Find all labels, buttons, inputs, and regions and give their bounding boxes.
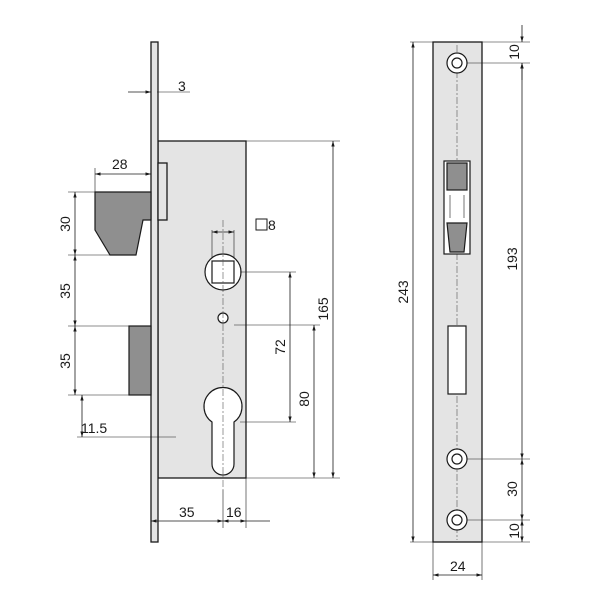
dim-label-10-top: 10: [506, 44, 522, 60]
faceplate: [150, 41, 159, 543]
square-symbol-icon: [255, 218, 268, 231]
dim-label-193: 193: [504, 247, 520, 271]
dim-label-30: 30: [57, 216, 73, 232]
dim-label-35-bolt: 35: [57, 353, 73, 369]
latch-bolt: [94, 191, 152, 256]
dim-label-35-gap: 35: [57, 283, 73, 299]
dim-label-28: 28: [112, 156, 128, 172]
bolt-opening: [447, 325, 467, 395]
dim-label-35-backset: 35: [179, 504, 195, 520]
dim-label-8: 8: [268, 217, 276, 233]
latch-opening: [443, 160, 471, 255]
dim-label-24: 24: [450, 558, 466, 574]
dim-label-10-bottom: 10: [506, 523, 522, 539]
dim-label-3: 3: [178, 78, 186, 94]
dim-label-243: 243: [395, 280, 411, 304]
dim-label-11-5: 11.5: [81, 420, 107, 436]
dim-label-80: 80: [296, 391, 312, 407]
dim-label-16: 16: [226, 504, 242, 520]
deadbolt: [128, 325, 152, 396]
latch-strip: [157, 162, 168, 221]
dim-label-72: 72: [272, 339, 288, 355]
side-view: 243 10 193 30 10 24: [395, 25, 530, 580]
dim-label-30-side: 30: [504, 481, 520, 497]
front-view: 3 28 30 35 35 11.5 8 72 80 165 35 16: [57, 41, 340, 543]
dim-label-165: 165: [315, 297, 331, 321]
